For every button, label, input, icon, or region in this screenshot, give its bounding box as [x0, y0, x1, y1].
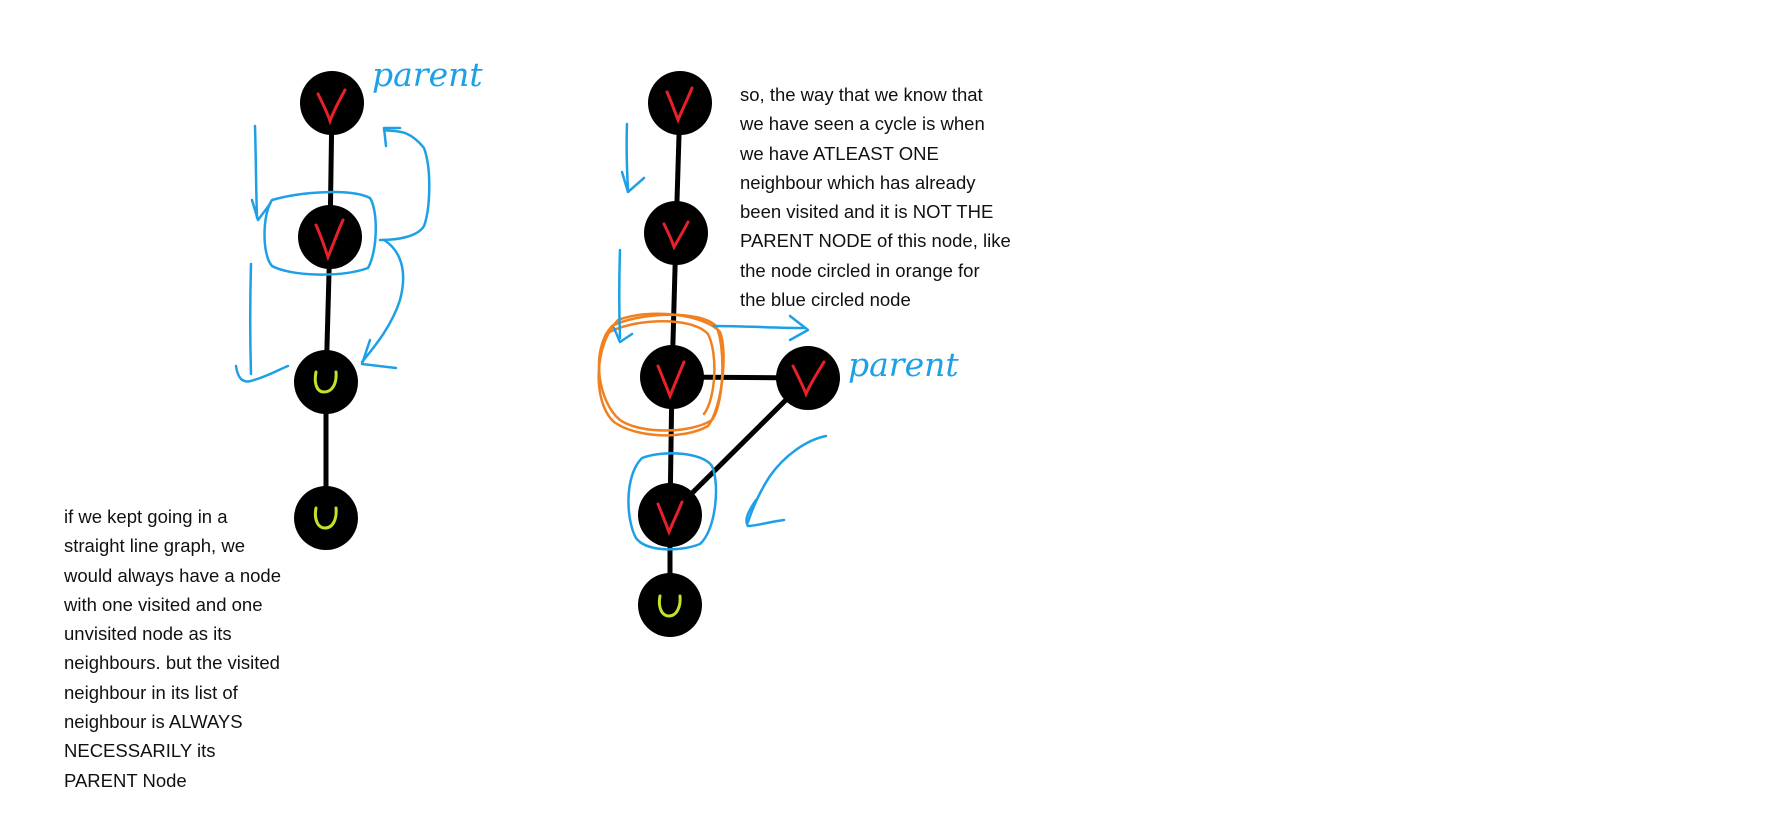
- visited-mark: [656, 500, 684, 537]
- note-line: would always have a node: [64, 564, 282, 586]
- right-node-5: [638, 573, 702, 637]
- arrow-to-parent-head: [788, 314, 810, 342]
- curve-parent-to-node2: [378, 128, 431, 242]
- right-node-parent: [776, 346, 840, 410]
- right-node-4: [638, 483, 702, 547]
- note-line: we have ATLEAST ONE: [740, 142, 939, 164]
- right-explanation-note: so, the way that we know that we have se…: [740, 80, 1011, 314]
- left-blue-annotations: [234, 124, 431, 383]
- curve-node2-to-node3: [360, 238, 405, 364]
- left-node-1: [300, 71, 364, 135]
- parent-label-right: parent: [848, 345, 959, 384]
- down-arrow-top-head: [620, 170, 646, 194]
- left-node-2: [298, 205, 362, 269]
- down-arrow-mid: [618, 248, 622, 340]
- visited-mark: [791, 360, 826, 399]
- down-arrow-1: [253, 124, 259, 220]
- visited-mark: [314, 218, 345, 262]
- note-line: PARENT NODE of this node, like: [740, 230, 1011, 252]
- curve-head-bottom: [360, 338, 398, 370]
- down-arrow-1-head: [250, 198, 272, 222]
- note-line: NECESSARILY its: [64, 740, 216, 762]
- unvisited-mark: [313, 370, 338, 394]
- note-line: if we kept going in a: [64, 506, 228, 527]
- note-line: the blue circled node: [740, 289, 911, 311]
- note-line: neighbour in its list of: [64, 681, 238, 703]
- note-line: been visited and it is NOT THE: [740, 201, 994, 223]
- visited-mark: [662, 220, 690, 251]
- note-line: neighbour which has already: [740, 171, 976, 193]
- note-line: we have seen a cycle is when: [740, 113, 985, 135]
- left-node-3: [294, 350, 358, 414]
- right-node-3: [640, 345, 704, 409]
- curve-from-parent: [746, 434, 828, 524]
- right-node-1: [648, 71, 712, 135]
- down-arrow-mid-head: [612, 326, 634, 344]
- note-line: PARENT Node: [64, 769, 187, 791]
- curve-head-top: [382, 126, 402, 148]
- visited-mark: [316, 88, 347, 126]
- unvisited-mark: [313, 506, 338, 530]
- note-line: straight line graph, we: [64, 535, 245, 557]
- parent-label-left: parent: [372, 55, 483, 94]
- note-line: neighbours. but the visited: [64, 652, 280, 674]
- visited-mark: [656, 360, 686, 401]
- circle-around-node-2: [263, 190, 378, 276]
- curve-from-parent-head: [745, 498, 786, 528]
- down-arrow-2-head: [234, 364, 290, 383]
- note-line: the node circled in orange for: [740, 259, 980, 281]
- right-node-2: [644, 201, 708, 265]
- right-edge-parent-4: [668, 376, 810, 517]
- left-explanation-note: if we kept going in a straight line grap…: [64, 502, 281, 795]
- down-arrow-2: [249, 262, 253, 376]
- note-line: unvisited node as its: [64, 623, 232, 645]
- right-graph: parent: [597, 71, 959, 637]
- right-blue-annotations: [612, 122, 828, 551]
- note-line: neighbour is ALWAYS: [64, 711, 243, 733]
- visited-mark: [665, 86, 694, 125]
- left-node-4: [294, 486, 358, 550]
- arrow-to-parent: [712, 324, 806, 330]
- unvisited-mark: [657, 594, 682, 618]
- left-graph: parent: [234, 55, 483, 550]
- orange-circle: [597, 312, 725, 437]
- circle-around-node-4: [627, 452, 718, 551]
- note-line: with one visited and one: [64, 593, 263, 615]
- down-arrow-top: [625, 122, 630, 192]
- note-line: so, the way that we know that: [740, 84, 983, 105]
